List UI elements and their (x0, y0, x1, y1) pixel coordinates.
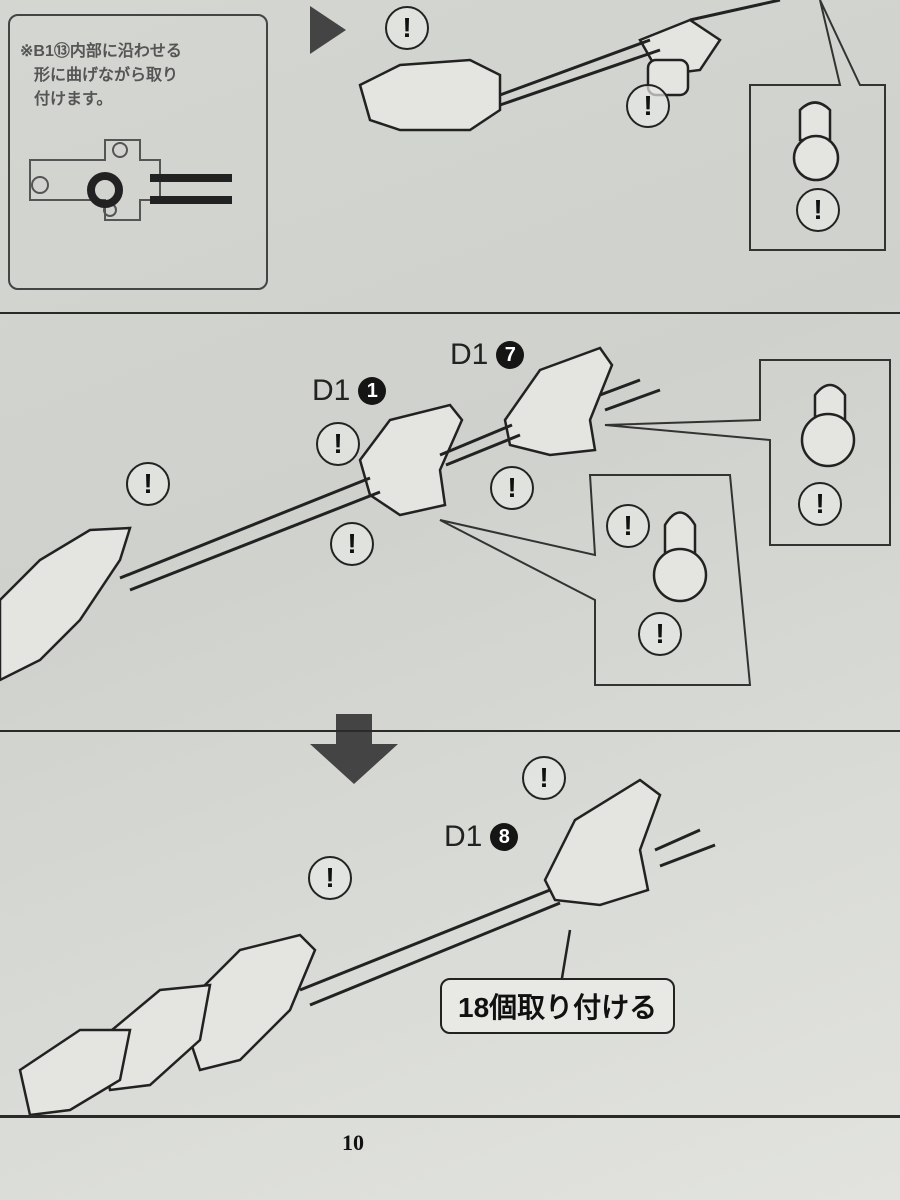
part-label-d1-7: D1 7 (450, 338, 525, 372)
part-code: D1 (450, 338, 489, 371)
section-divider-2 (0, 730, 900, 732)
section-divider-3 (0, 1115, 900, 1118)
alert-icon: ! (798, 482, 842, 526)
down-arrow-stem (336, 714, 372, 744)
alert-icon: ! (330, 522, 374, 566)
alert-icon: ! (796, 188, 840, 232)
note-text: ※B1⑬内部に沿わせる 形に曲げながら取り 付けます。 (20, 40, 260, 112)
alert-icon: ! (490, 466, 534, 510)
alert-icon: ! (126, 462, 170, 506)
page-number: 10 (342, 1130, 364, 1155)
part-code: D1 (312, 374, 351, 407)
note-line-1: ※B1⑬内部に沿わせる (20, 43, 182, 60)
note-line-2: 形に曲げながら取り (34, 67, 179, 84)
part-code: D1 (444, 820, 483, 853)
alert-icon: ! (385, 6, 429, 50)
alert-icon: ! (308, 856, 352, 900)
alert-icon: ! (606, 504, 650, 548)
quantity-callout: 18個取り付ける (440, 978, 676, 1034)
note-box (8, 14, 268, 290)
step-number-badge: 1 (358, 377, 387, 405)
alert-icon: ! (522, 756, 566, 800)
part-label-d1-8: D1 8 (444, 820, 519, 854)
next-step-arrow-icon (310, 6, 346, 54)
down-arrow-icon (310, 744, 398, 784)
part-label-d1-1: D1 1 (312, 374, 387, 408)
step-number-badge: 7 (496, 341, 525, 369)
alert-icon: ! (638, 612, 682, 656)
step-number-badge: 8 (490, 823, 519, 851)
section-divider-1 (0, 312, 900, 314)
alert-icon: ! (316, 422, 360, 466)
alert-icon: ! (626, 84, 670, 128)
note-line-3: 付けます。 (34, 91, 113, 108)
